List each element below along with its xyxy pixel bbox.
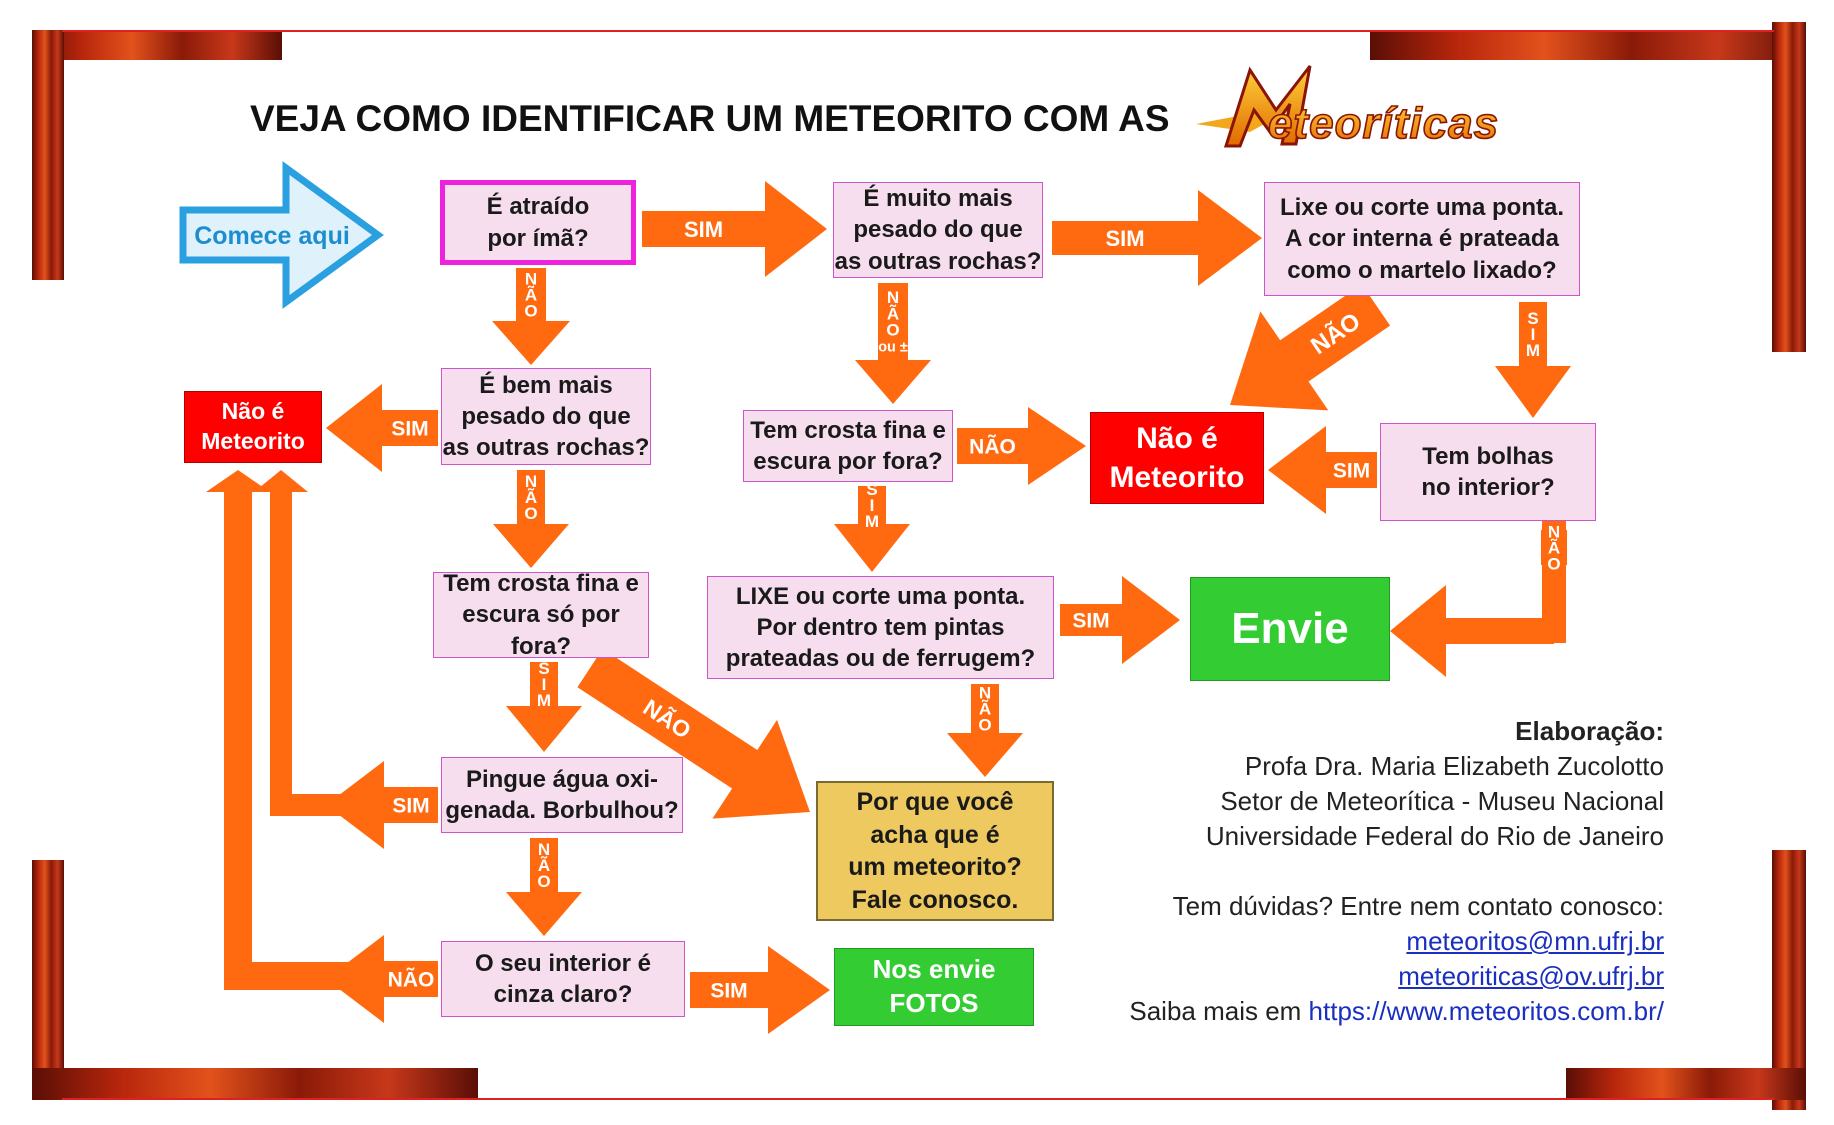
credits-university: Universidade Federal do Rio de Janeiro — [1129, 819, 1664, 854]
logo-text: eteoríticas — [1268, 99, 1499, 148]
credits-sector: Setor de Meteorítica - Museu Nacional — [1129, 784, 1664, 819]
email-link-ov[interactable]: meteoriticas@ov.ufrj.br — [1398, 961, 1664, 991]
arrow-bubbles-sim-label: SIM — [1333, 460, 1370, 483]
arrow-attracted-sim — [642, 181, 827, 277]
node-not-meteorite-left: Não é Meteorito — [184, 391, 322, 463]
arrow-to-envie — [1390, 585, 1554, 677]
arrow-crust-outside-nao-label: NÃO — [969, 436, 1016, 459]
node-interior-gray: O seu interior é cinza claro? — [441, 941, 685, 1017]
credits-more-prefix: Saiba mais em — [1129, 996, 1308, 1026]
node-not-meteorite-center: Não é Meteorito — [1090, 412, 1264, 504]
node-crust-outside: Tem crosta fina e escura por fora? — [743, 410, 953, 482]
arrow-attracted-sim-label: SIM — [684, 217, 723, 242]
arrow-crust-outside-sim-label-char: M — [865, 512, 879, 531]
node-send: Envie — [1190, 577, 1390, 681]
connector-nao-to-left — [238, 488, 373, 976]
arrow-sand-silver-sim-label-char: M — [1526, 341, 1540, 360]
arrow-peroxide-sim-label: SIM — [392, 795, 429, 818]
node-bubbles: Tem bolhas no interior? — [1380, 423, 1596, 521]
arrow-heavier-sim — [1052, 190, 1262, 286]
node-why-meteorite: Por que você acha que é um meteorito? Fa… — [816, 781, 1054, 921]
arrow-interior-nao-label: NÃO — [388, 969, 435, 992]
credits-heading: Elaboração: — [1129, 714, 1664, 749]
arrow-well-heavier-sim-label: SIM — [391, 418, 428, 441]
arrow-attracted-nao-label-char: O — [524, 302, 537, 321]
meteoriticas-logo: eteoríticas — [1196, 66, 1499, 148]
start-label: Comece aqui — [194, 222, 350, 250]
node-sand-silver: Lixe ou corte uma ponta. A cor interna é… — [1264, 182, 1580, 296]
arrow-much-heavier-nao-label-extra: ou ± — [878, 340, 908, 356]
email-link-mn[interactable]: meteoritos@mn.ufrj.br — [1406, 926, 1664, 956]
node-sand-spots: LIXE ou corte uma ponta. Por dentro tem … — [707, 576, 1054, 679]
credits-spacer — [1129, 854, 1664, 889]
node-send-photos: Nos envie FOTOS — [834, 948, 1034, 1026]
arrow-well-heavier-nao-label-char: O — [524, 504, 537, 523]
arrow-bubbles-nao-label-char: O — [1547, 555, 1560, 574]
credits-block: Elaboração: Profa Dra. Maria Elizabeth Z… — [1129, 714, 1664, 1029]
credits-questions: Tem dúvidas? Entre nem contato conosco: — [1129, 889, 1664, 924]
arrow-sand-spots-sim-label: SIM — [1072, 610, 1109, 633]
node-well-heavier: É bem mais pesado do que as outras rocha… — [441, 368, 651, 465]
arrow-heavier-sim-label: SIM — [1105, 226, 1144, 251]
credits-author: Profa Dra. Maria Elizabeth Zucolotto — [1129, 749, 1664, 784]
node-peroxide: Pingue água oxi- genada. Borbulhou? — [441, 757, 683, 833]
node-attracted-by-magnet: É atraído por ímã? — [440, 180, 636, 265]
arrow-much-heavier-nao-label-char: O — [886, 321, 899, 340]
node-crust-only-outside: Tem crosta fina e escura só por fora? — [433, 572, 649, 658]
connector-sim-to-left — [281, 488, 373, 805]
node-much-heavier: É muito mais pesado do que as outras roc… — [833, 182, 1043, 278]
arrow-peroxide-nao-label-char: O — [537, 872, 550, 891]
start-arrow: Comece aqui — [183, 168, 378, 302]
arrow-interior-sim-label: SIM — [710, 980, 747, 1003]
arrow-crust-only-sim-label-char: M — [537, 691, 551, 710]
arrow-sand-spots-nao-label-char: O — [978, 716, 991, 735]
website-link[interactable]: https://www.meteoritos.com.br/ — [1309, 996, 1664, 1026]
connector-sim-to-left-head — [254, 470, 308, 492]
arrow-sand-silver-nao — [1230, 284, 1390, 410]
